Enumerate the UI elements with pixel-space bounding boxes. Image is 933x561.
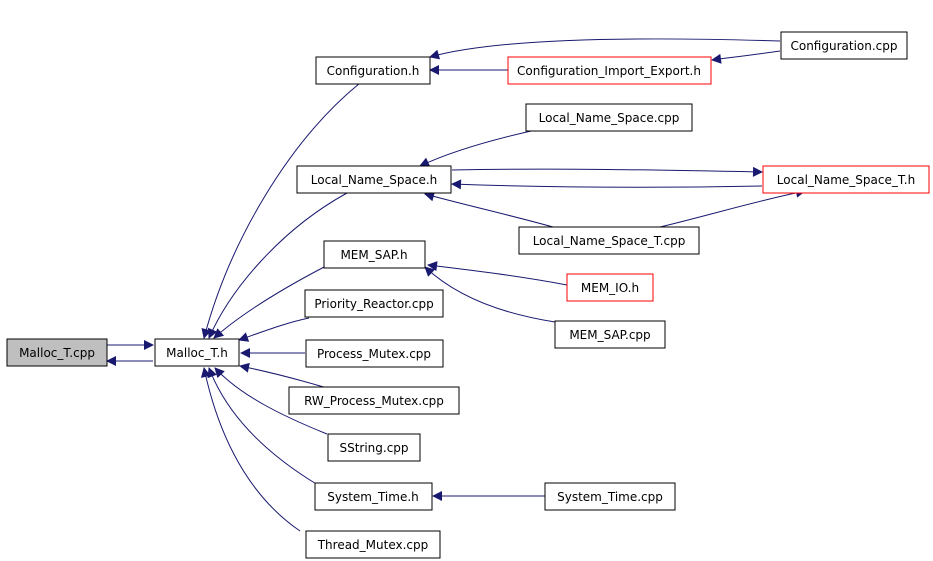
svg-text:Malloc_T.h: Malloc_T.h xyxy=(166,346,228,360)
node-local-name-space-cpp[interactable]: Local_Name_Space.cpp xyxy=(525,103,693,132)
svg-text:Local_Name_Space_T.cpp: Local_Name_Space_T.cpp xyxy=(533,234,686,248)
svg-text:MEM_IO.h: MEM_IO.h xyxy=(581,281,639,295)
edge-sstring-cpp-to-malloc-t-h xyxy=(214,367,328,435)
svg-text:Local_Name_Space.h: Local_Name_Space.h xyxy=(311,173,438,187)
edge-system-time-h-to-malloc-t-h xyxy=(207,367,319,486)
node-malloc-t-h[interactable]: Malloc_T.h xyxy=(154,338,240,367)
edge-local-name-space-t-cpp-to-local-name-space-h xyxy=(424,191,554,228)
node-configuration-import-export-h[interactable]: Configuration_Import_Export.h xyxy=(507,56,712,85)
edge-configuration-cpp-to-configuration-import-export-h xyxy=(711,50,781,64)
node-mem-sap-h[interactable]: MEM_SAP.h xyxy=(323,240,426,269)
node-sstring-cpp[interactable]: SString.cpp xyxy=(327,433,421,462)
edge-mem-io-h-to-mem-sap-h xyxy=(427,261,568,286)
node-malloc-t-cpp[interactable]: Malloc_T.cpp xyxy=(6,338,108,367)
edge-local-name-space-h-to-malloc-t-h xyxy=(208,192,348,339)
svg-text:Configuration.cpp: Configuration.cpp xyxy=(790,39,897,53)
edge-configuration-h-to-malloc-t-h xyxy=(201,82,361,339)
svg-text:SString.cpp: SString.cpp xyxy=(339,441,408,455)
edge-mem-sap-h-to-malloc-t-h xyxy=(213,265,327,339)
svg-text:Configuration.h: Configuration.h xyxy=(327,64,420,78)
edge-configuration-cpp-to-configuration-h xyxy=(429,38,781,60)
node-system-time-cpp[interactable]: System_Time.cpp xyxy=(544,482,676,511)
svg-text:Local_Name_Space.cpp: Local_Name_Space.cpp xyxy=(539,111,680,125)
edge-local-name-space-h-to-local-name-space-t-h xyxy=(451,166,763,177)
edge-local-name-space-cpp-to-local-name-space-h xyxy=(419,128,541,167)
svg-text:System_Time.h: System_Time.h xyxy=(327,490,419,504)
node-thread-mutex-cpp[interactable]: Thread_Mutex.cpp xyxy=(305,530,441,559)
edge-mem-sap-cpp-to-mem-sap-h xyxy=(424,266,556,323)
edge-thread-mutex-cpp-to-malloc-t-h xyxy=(200,367,301,532)
edge-local-name-space-t-cpp-to-local-name-space-t-h xyxy=(659,187,806,228)
svg-text:Thread_Mutex.cpp: Thread_Mutex.cpp xyxy=(317,538,429,552)
svg-text:System_Time.cpp: System_Time.cpp xyxy=(557,490,663,504)
edge-rw-process-mutex-cpp-to-malloc-t-h xyxy=(239,362,328,389)
node-mem-io-h[interactable]: MEM_IO.h xyxy=(566,273,654,302)
svg-text:MEM_SAP.cpp: MEM_SAP.cpp xyxy=(569,328,650,342)
node-local-name-space-t-h[interactable]: Local_Name_Space_T.h xyxy=(762,165,930,194)
node-configuration-cpp[interactable]: Configuration.cpp xyxy=(780,31,908,60)
svg-text:MEM_SAP.h: MEM_SAP.h xyxy=(340,248,407,262)
node-configuration-h[interactable]: Configuration.h xyxy=(315,56,431,85)
svg-text:Priority_Reactor.cpp: Priority_Reactor.cpp xyxy=(314,297,433,311)
node-local-name-space-t-cpp[interactable]: Local_Name_Space_T.cpp xyxy=(518,226,700,255)
node-process-mutex-cpp[interactable]: Process_Mutex.cpp xyxy=(305,339,444,368)
node-system-time-h[interactable]: System_Time.h xyxy=(314,482,433,511)
node-local-name-space-h[interactable]: Local_Name_Space.h xyxy=(296,165,452,194)
svg-text:Process_Mutex.cpp: Process_Mutex.cpp xyxy=(317,347,431,361)
svg-text:RW_Process_Mutex.cpp: RW_Process_Mutex.cpp xyxy=(304,394,444,408)
svg-text:Malloc_T.cpp: Malloc_T.cpp xyxy=(19,346,95,360)
node-rw-process-mutex-cpp[interactable]: RW_Process_Mutex.cpp xyxy=(288,386,460,415)
node-mem-sap-cpp[interactable]: MEM_SAP.cpp xyxy=(554,320,666,349)
svg-text:Local_Name_Space_T.h: Local_Name_Space_T.h xyxy=(777,173,915,187)
node-priority-reactor-cpp[interactable]: Priority_Reactor.cpp xyxy=(304,289,444,318)
edge-priority-reactor-cpp-to-malloc-t-h xyxy=(238,317,310,342)
edge-local-name-space-t-h-to-local-name-space-h xyxy=(451,179,763,190)
svg-text:Configuration_Import_Export.h: Configuration_Import_Export.h xyxy=(517,64,701,78)
